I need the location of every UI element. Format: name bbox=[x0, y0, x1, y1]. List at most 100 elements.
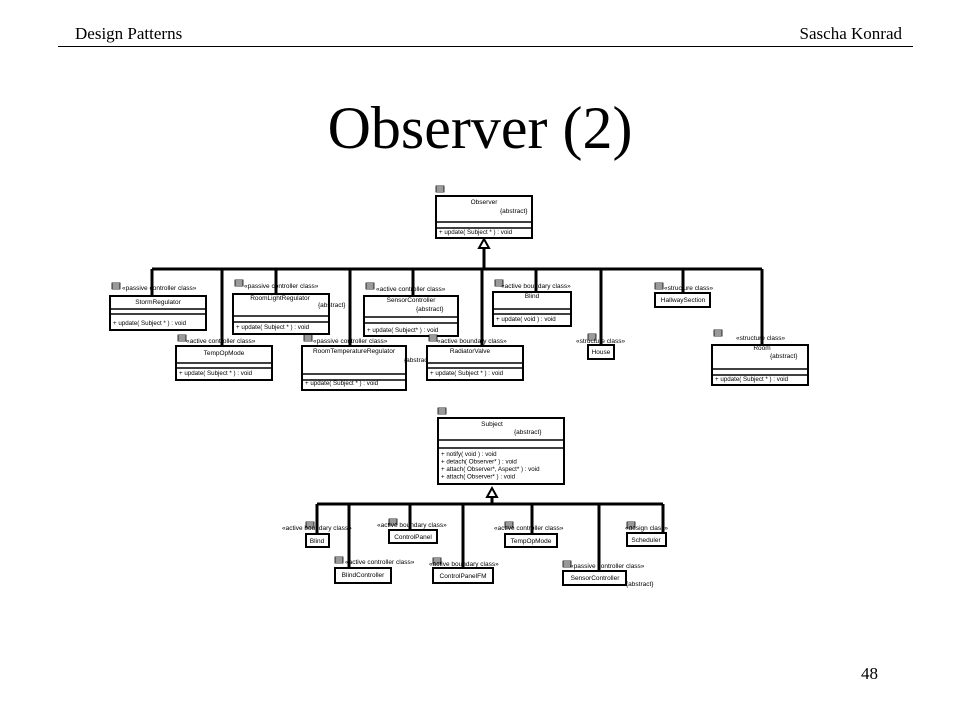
class-name: TempOpMode bbox=[511, 538, 552, 545]
class-name: HallwaySection bbox=[661, 297, 706, 304]
class-name: RoomTemperatureRegulator bbox=[313, 348, 396, 355]
class-room-temperature-regulator: «passive controller class» RoomTemperatur… bbox=[301, 334, 432, 391]
class-stereotype: «active boundary class» bbox=[282, 525, 352, 532]
class-storm-regulator: «passive controller class»StormRegulator… bbox=[109, 282, 207, 331]
class-name: RoomLightRegulator bbox=[250, 295, 310, 302]
class-house: «structure class» House bbox=[576, 333, 626, 360]
class-name: House bbox=[592, 349, 611, 356]
class-box bbox=[109, 295, 207, 331]
class-box bbox=[363, 295, 459, 337]
class-stereotype: «structure class» bbox=[664, 285, 714, 292]
class-box bbox=[587, 344, 615, 360]
class-stereotype: «active controller class» bbox=[376, 286, 446, 293]
class-name: ControlPanel bbox=[394, 534, 432, 541]
class-stereotype: «structure class» bbox=[576, 338, 626, 345]
class-name: SensorController bbox=[571, 575, 621, 582]
class-icon bbox=[435, 185, 445, 193]
class-icon bbox=[305, 521, 315, 529]
class-operation: + notify( void ) : void bbox=[441, 451, 497, 458]
class-icon bbox=[432, 557, 442, 565]
class-name: StormRegulator bbox=[135, 299, 181, 306]
class-icon bbox=[111, 282, 121, 290]
class-stereotype: «active controller class» bbox=[345, 559, 415, 566]
class-box bbox=[432, 567, 494, 584]
class-stereotype: «active controller class» bbox=[186, 338, 256, 345]
class-box bbox=[437, 417, 565, 485]
class-box bbox=[334, 567, 392, 584]
class-tag: {abstract} bbox=[626, 581, 654, 588]
class-name: Blind bbox=[310, 538, 325, 545]
class-name: RadiatorValve bbox=[450, 348, 491, 355]
class-icon bbox=[428, 334, 438, 342]
class-stereotype: «active boundary class» bbox=[501, 283, 571, 290]
class-box bbox=[301, 345, 407, 391]
class-room: «structure class»Room{abstract}+ update(… bbox=[711, 329, 809, 386]
class-icon bbox=[437, 407, 447, 415]
class-operation: + update( Subject * ) : void bbox=[179, 370, 253, 377]
class-tag: {abstract} bbox=[404, 357, 432, 364]
class-tag: {abstract} bbox=[318, 302, 346, 309]
class-icon bbox=[334, 556, 344, 564]
class-name: Subject bbox=[481, 421, 503, 428]
class-name: ControlPanelFM bbox=[440, 573, 487, 580]
class-subject-scheduler: «design class»Scheduler bbox=[625, 521, 668, 547]
header-left: Design Patterns bbox=[75, 24, 183, 43]
class-box bbox=[562, 570, 627, 586]
class-box bbox=[435, 195, 533, 239]
class-observer: Observer{abstract} + update( Subject * ) … bbox=[435, 185, 533, 239]
class-icon bbox=[303, 334, 313, 342]
class-subject-blind: «active boundary class» Blind bbox=[282, 521, 352, 548]
page-number: 48 bbox=[861, 664, 878, 683]
class-stereotype: «active boundary class» bbox=[437, 338, 507, 345]
class-operation: + update( Subject * ) : void bbox=[113, 320, 187, 327]
class-operation: + update( Subject * ) : void bbox=[439, 229, 513, 236]
class-operation: + attach( Observer*, Aspect* ) : void bbox=[441, 466, 540, 473]
class-name: SensorController bbox=[387, 297, 437, 304]
class-stereotype: «active controller class» bbox=[494, 525, 564, 532]
class-icon bbox=[654, 282, 664, 290]
class-tag: {abstract} bbox=[770, 353, 798, 360]
class-operation: + update( Subject * ) : void bbox=[430, 370, 504, 377]
slide-title: Observer (2) bbox=[327, 95, 633, 161]
class-icon bbox=[494, 279, 504, 287]
class-operation: + update( void ) : void bbox=[496, 316, 556, 323]
class-name: Observer bbox=[471, 199, 499, 206]
class-stereotype: «active boundary class» bbox=[377, 522, 447, 529]
class-sensor-controller: «active controller class» SensorControlle… bbox=[363, 282, 459, 337]
class-operation: + update( Subject * ) : void bbox=[236, 324, 310, 331]
class-blind: «active boundary class»Blind+ update( vo… bbox=[492, 279, 572, 327]
class-box bbox=[232, 293, 330, 335]
header-rule bbox=[58, 46, 913, 47]
class-subject-temp-op-mode: «active controller class» TempOpMode bbox=[494, 521, 564, 548]
class-box bbox=[388, 529, 438, 544]
class-operation: + update( Subject* ) : void bbox=[367, 327, 439, 334]
class-box bbox=[654, 292, 711, 308]
class-name: TempOpMode bbox=[204, 350, 245, 357]
class-box bbox=[305, 533, 330, 548]
class-icon bbox=[562, 560, 572, 568]
class-name: Room bbox=[753, 345, 770, 352]
generalization-arrow bbox=[477, 236, 491, 249]
class-hallway-section: «structure class» HallwaySection bbox=[654, 282, 714, 308]
header-right: Sascha Konrad bbox=[799, 24, 902, 43]
class-name: Scheduler bbox=[631, 537, 661, 544]
class-box bbox=[626, 532, 667, 547]
class-icon bbox=[388, 518, 398, 526]
class-room-light-regulator: «passive controller class» RoomLightRegul… bbox=[232, 279, 346, 335]
class-temp-op-mode: «active controller class» TempOpMode + upd… bbox=[175, 334, 273, 381]
class-tag: {abstract} bbox=[416, 306, 444, 313]
inheritance-wires bbox=[150, 236, 764, 571]
class-subject-control-panel-fm: «active boundary class» ControlPanelFM bbox=[429, 557, 499, 584]
class-radiator-valve: «active boundary class» RadiatorValve + up… bbox=[426, 334, 524, 381]
class-name: BlindController bbox=[342, 572, 385, 579]
class-boxes: Observer{abstract}+ update( Subject * ) … bbox=[109, 185, 809, 588]
class-box bbox=[711, 344, 809, 386]
class-subject-control-panel: «active boundary class» ControlPanel bbox=[377, 518, 447, 544]
class-stereotype: «passive controller class» bbox=[244, 283, 319, 290]
class-subject-sensor-controller: «passive controller class»SensorControll… bbox=[562, 560, 654, 588]
class-icon bbox=[177, 334, 187, 342]
class-stereotype: «active boundary class» bbox=[429, 561, 499, 568]
class-stereotype: «passive controller class» bbox=[313, 338, 388, 345]
class-tag: {abstract} bbox=[500, 208, 528, 215]
